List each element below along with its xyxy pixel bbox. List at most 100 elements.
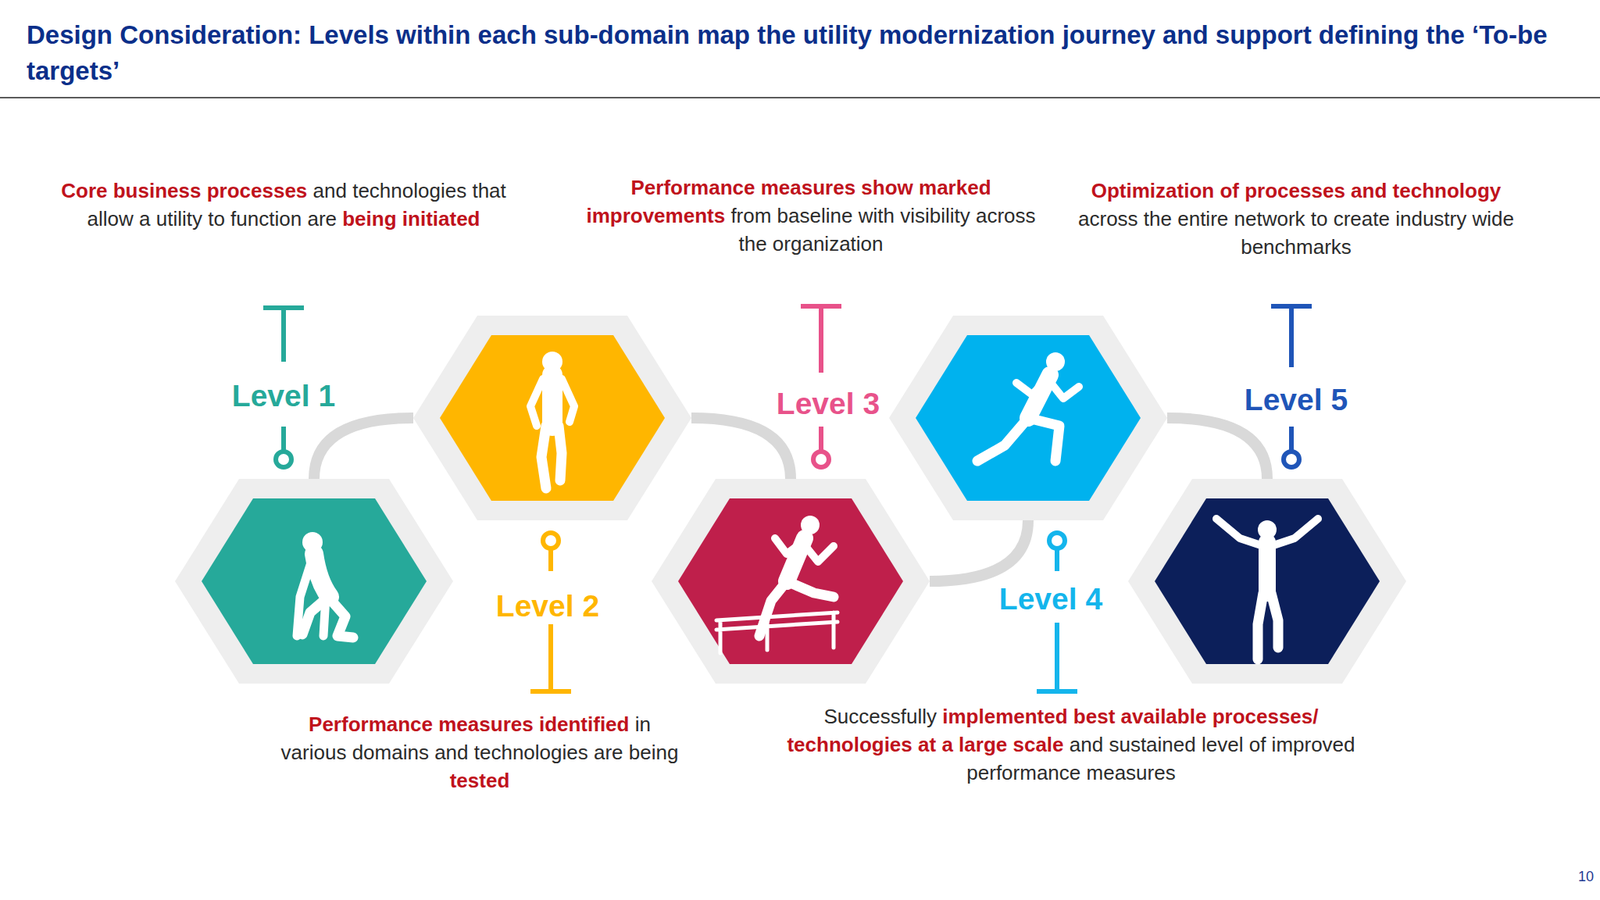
figure-limb bbox=[1257, 592, 1264, 660]
figure-limb bbox=[1216, 518, 1264, 547]
leader-bar bbox=[530, 689, 572, 694]
leader-bar bbox=[1036, 689, 1078, 694]
leader-dot bbox=[1283, 451, 1300, 468]
emphasis: available bbox=[1121, 704, 1208, 729]
emphasis: of bbox=[1219, 178, 1240, 203]
leader-line bbox=[1054, 622, 1060, 692]
leader-bar bbox=[800, 303, 842, 309]
leader-line bbox=[548, 548, 554, 572]
connector bbox=[691, 417, 791, 479]
level-description: Performance measures show marked improve… bbox=[576, 173, 1046, 258]
emphasis: measures bbox=[438, 712, 533, 736]
figure-limb bbox=[302, 596, 329, 635]
leader-line bbox=[281, 307, 286, 362]
leader-bar bbox=[263, 305, 304, 311]
emphasis: processes bbox=[207, 178, 308, 203]
figure-limb bbox=[775, 538, 803, 554]
figure-head bbox=[302, 532, 323, 553]
hexagon-shape bbox=[889, 315, 1168, 521]
hexagon-fill bbox=[439, 335, 665, 501]
level-description: Performance measures identified in vario… bbox=[276, 710, 683, 795]
figure-limb bbox=[561, 378, 575, 422]
leader-line bbox=[818, 306, 824, 373]
hexagon-fill bbox=[1154, 498, 1380, 665]
level-description: Successfully implemented best available … bbox=[782, 702, 1361, 787]
leader-dot bbox=[813, 451, 829, 468]
hexagon-shape bbox=[175, 478, 454, 684]
leader-dot bbox=[275, 451, 292, 468]
emphasis: business bbox=[113, 178, 202, 203]
emphasis: and bbox=[1350, 178, 1387, 203]
hexagon-frame bbox=[889, 315, 1168, 521]
emphasis: measures bbox=[760, 175, 856, 200]
hurdle bbox=[716, 612, 838, 654]
leader-line bbox=[1289, 306, 1294, 368]
figure-limb bbox=[1271, 592, 1279, 648]
figure-limb bbox=[977, 417, 1029, 461]
emphasis: identified bbox=[539, 712, 630, 736]
emphasis: Performance bbox=[630, 175, 755, 200]
emphasis: processes/ bbox=[1212, 704, 1319, 729]
page-number: 10 bbox=[1515, 868, 1594, 886]
emphasis: a bbox=[941, 732, 953, 757]
figure-limb bbox=[759, 581, 787, 636]
hexagon-frame bbox=[175, 478, 454, 684]
emphasis: at bbox=[917, 732, 936, 757]
emphasis: scale bbox=[1012, 732, 1064, 757]
connector bbox=[314, 417, 414, 479]
figure-body bbox=[786, 538, 805, 582]
leader-line bbox=[1289, 426, 1294, 452]
figure-limb bbox=[802, 542, 834, 562]
leader-bar bbox=[1271, 303, 1312, 309]
figure-limb bbox=[1016, 378, 1048, 395]
leader-line bbox=[818, 426, 824, 452]
hexagon-fill bbox=[201, 498, 427, 665]
level-hexagon: Level 5Optimization of processes and tec… bbox=[1128, 478, 1407, 684]
figure-limb bbox=[558, 425, 562, 481]
emphasis: technology bbox=[1392, 178, 1502, 203]
level-label: Level 1 bbox=[166, 377, 401, 415]
emphasis: show bbox=[860, 175, 913, 200]
level-description: Optimization of processes and technology… bbox=[1077, 176, 1515, 261]
emphasis: best bbox=[1073, 704, 1115, 729]
athlete-figures bbox=[296, 351, 1318, 660]
emphasis: Optimization bbox=[1091, 178, 1215, 203]
figure-body bbox=[542, 375, 563, 426]
emphasis: large bbox=[958, 732, 1008, 757]
leader-pins bbox=[263, 306, 1312, 692]
hexagon-frame bbox=[1128, 478, 1407, 684]
figure-limb bbox=[328, 596, 354, 638]
figure-head bbox=[542, 351, 563, 372]
emphasis: being bbox=[342, 207, 397, 231]
hexagon-fill bbox=[678, 498, 904, 665]
level-description: Core business processes and technologies… bbox=[49, 176, 518, 233]
figure-head bbox=[1257, 520, 1277, 540]
figure-limb bbox=[1028, 417, 1060, 461]
figure-head bbox=[1046, 352, 1065, 372]
leader-dot bbox=[542, 532, 559, 549]
figure-limb bbox=[296, 557, 313, 636]
figure-limb bbox=[541, 425, 547, 489]
hexagon-fill bbox=[915, 335, 1141, 501]
leader-line bbox=[281, 426, 286, 452]
athlete-figure bbox=[977, 352, 1079, 461]
figure-limb bbox=[786, 581, 834, 597]
hexagon-frame bbox=[651, 478, 930, 684]
leader-line bbox=[548, 624, 554, 692]
level-hexagon: Level 2Performance measures identified i… bbox=[413, 315, 692, 521]
hexagon-shape bbox=[1128, 478, 1407, 684]
athlete-figure bbox=[530, 351, 575, 489]
emphasis: initiated bbox=[402, 207, 481, 231]
emphasis: processes bbox=[1244, 178, 1346, 203]
emphasis: marked bbox=[918, 175, 992, 200]
emphasis: improvements bbox=[585, 203, 725, 228]
athlete-figure bbox=[1216, 518, 1318, 660]
athlete-figure bbox=[296, 532, 354, 638]
emphasis: implemented bbox=[942, 704, 1068, 729]
level-hexagon: Level 3Performance measures show marked … bbox=[651, 478, 930, 684]
hexagon-shape bbox=[651, 478, 930, 684]
emphasis: technologies bbox=[786, 732, 912, 757]
figure-body bbox=[1028, 375, 1050, 418]
